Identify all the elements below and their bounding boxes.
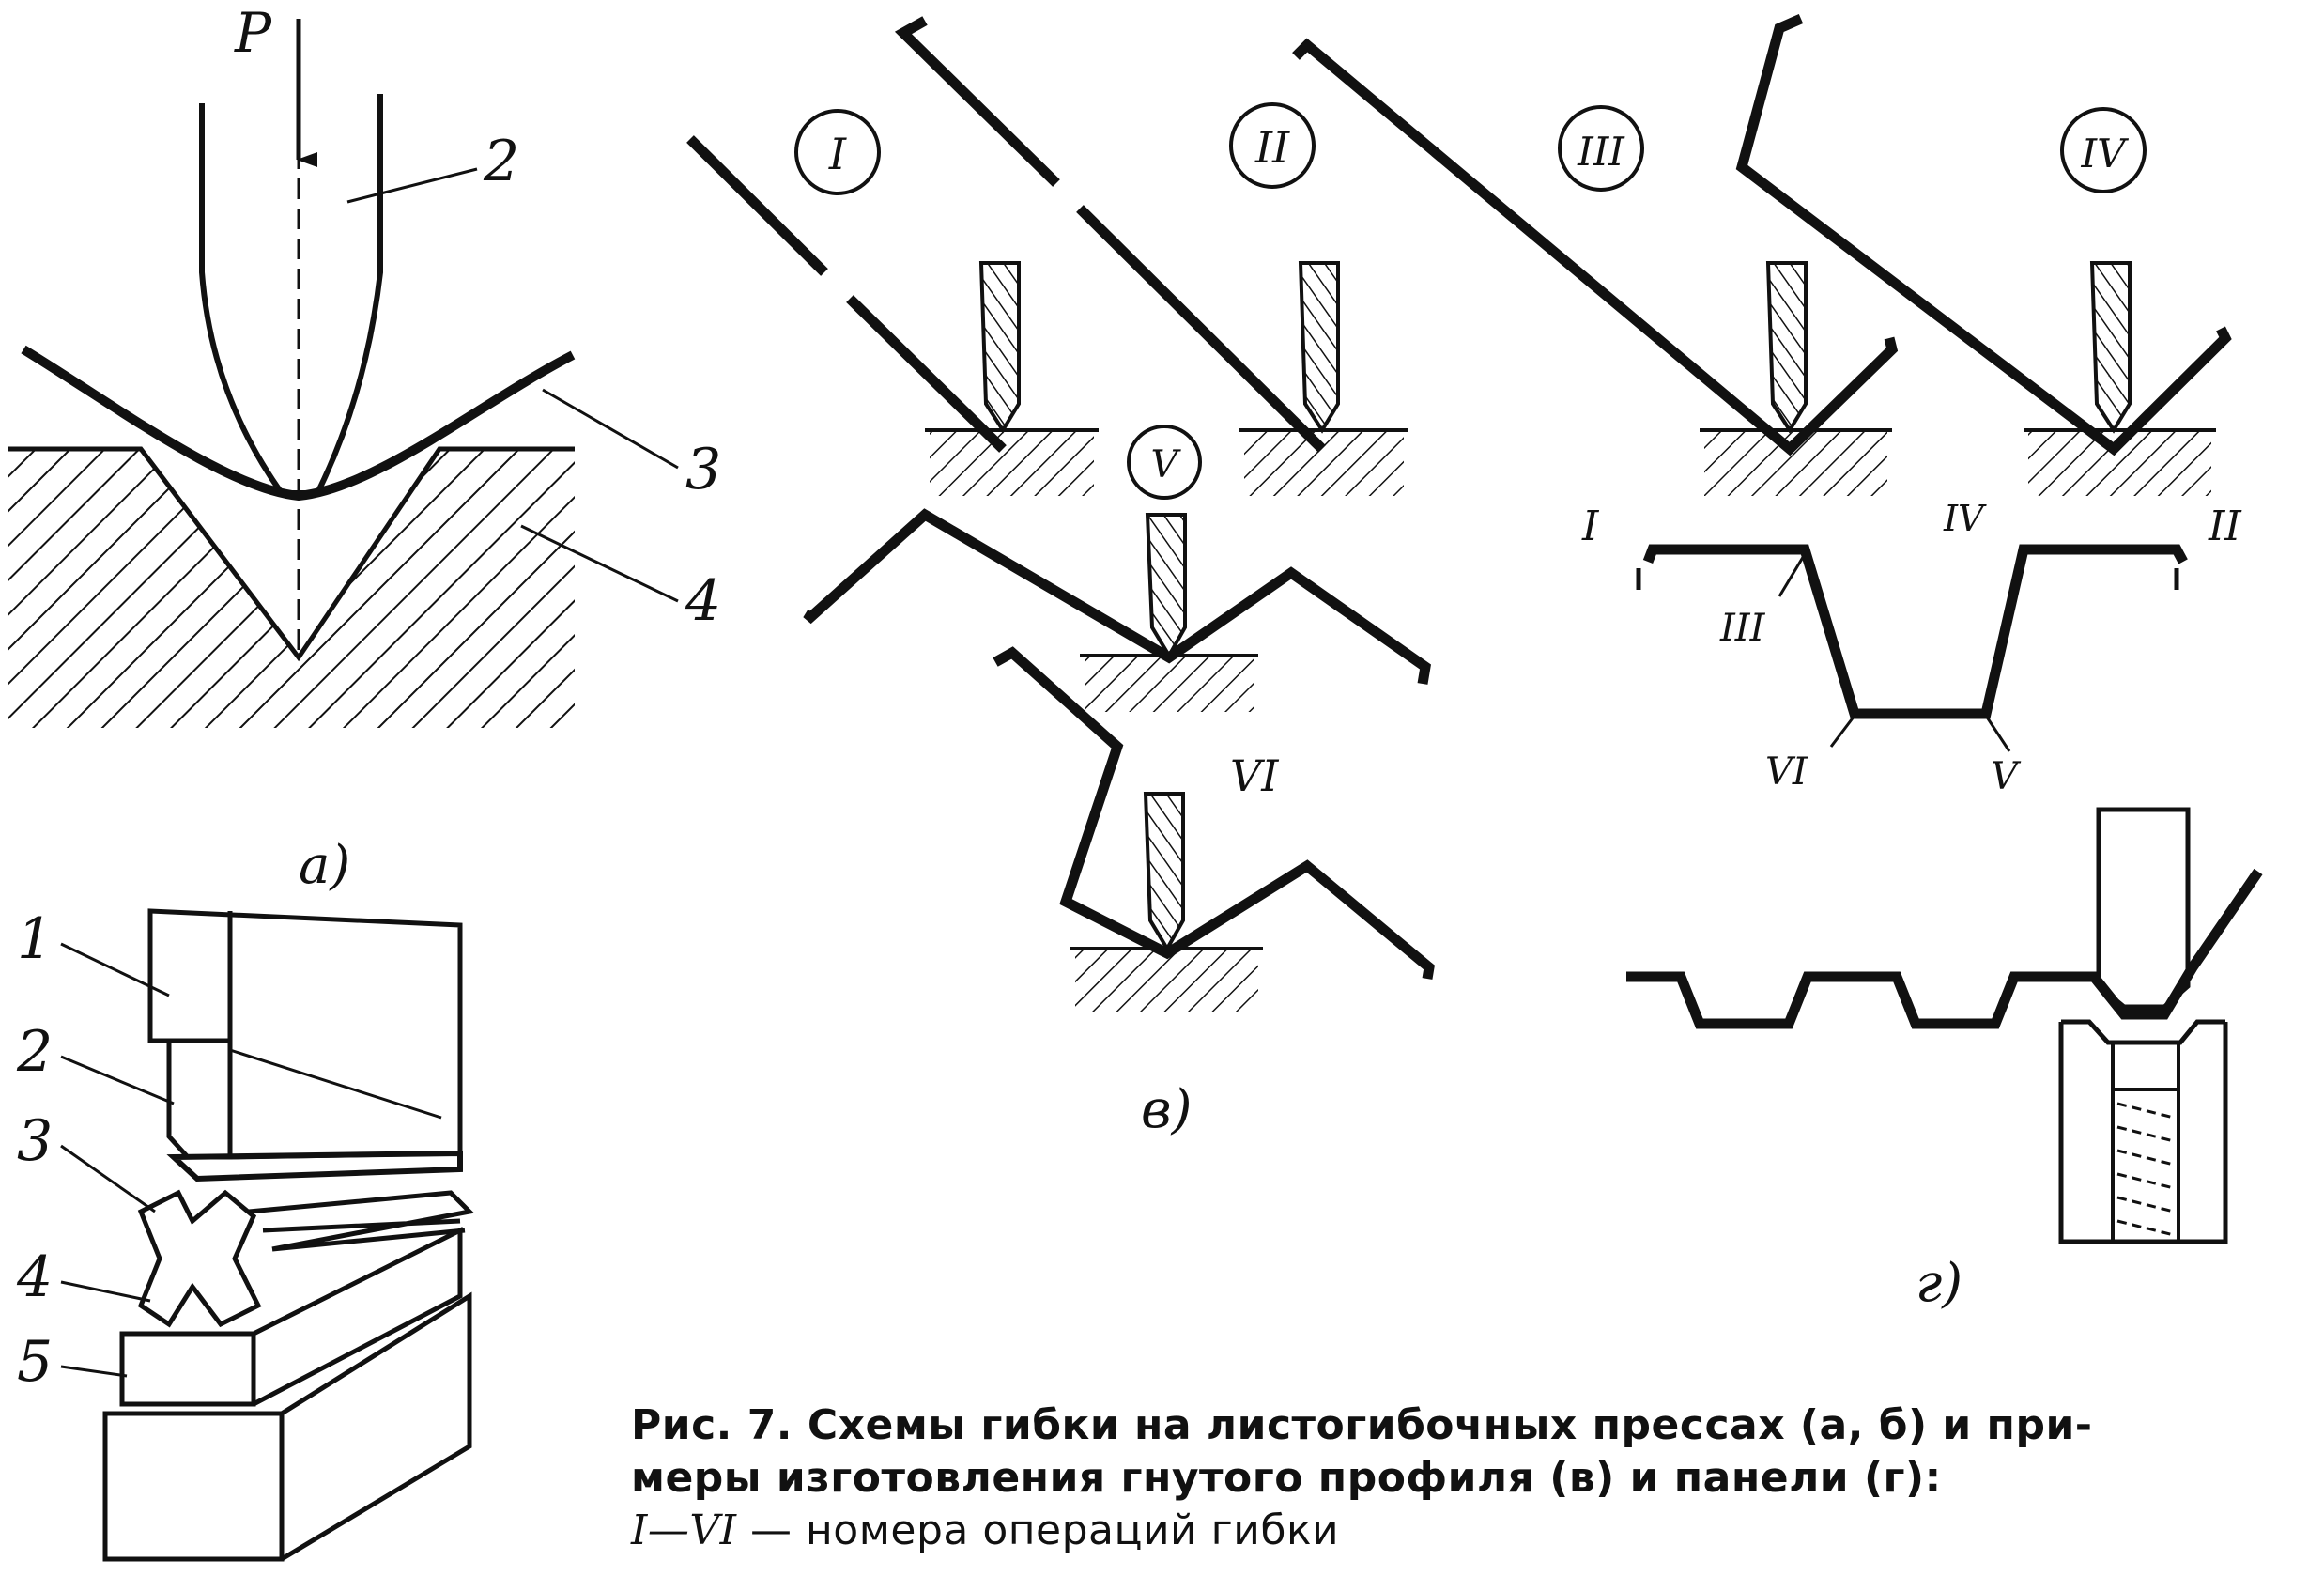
panel-v-label: в)	[1141, 1079, 1192, 1140]
profile-label-III: III	[1719, 607, 1766, 650]
punches	[978, 261, 2132, 952]
profile-line	[1642, 544, 2188, 719]
leader-b1	[60, 942, 170, 997]
callout-a-2: 2	[483, 129, 519, 194]
sheet-II	[894, 16, 1326, 453]
cross-die	[137, 1189, 262, 1328]
leader-4	[520, 524, 679, 603]
panel-b-press	[60, 908, 475, 1562]
die-rails	[248, 1190, 475, 1252]
op-circle-V	[1127, 425, 1202, 500]
lower-die	[2058, 1022, 2228, 1244]
callout-b-3: 3	[17, 1108, 53, 1174]
callout-b-1: 1	[17, 906, 53, 972]
op-label-V: V	[1151, 443, 1182, 487]
profile-label-II: II	[2208, 502, 2242, 550]
profile-label-VI: VI	[1765, 750, 1808, 794]
panel-g-forming	[1626, 807, 2263, 1244]
sheet-VI	[993, 646, 1435, 980]
panel-g-label: г)	[1916, 1253, 1962, 1314]
leader-VI	[1829, 715, 1856, 748]
profile-label-V: V	[1991, 755, 2022, 798]
leader-b3	[60, 1144, 156, 1213]
die-I	[930, 430, 1094, 496]
op-circle-I	[794, 109, 881, 195]
callout-a-3: 3	[685, 437, 721, 502]
panel-v-operations	[686, 13, 2232, 1012]
force-label: P	[234, 1, 272, 65]
caption-legend: I—VI — номера операций гибки	[631, 1505, 2312, 1557]
die-block	[8, 449, 575, 728]
upper-tool	[166, 1038, 233, 1160]
punch	[199, 94, 383, 496]
blade	[166, 1150, 463, 1182]
caption-line-1: Рис. 7. Схемы гибки на листогибочных пре…	[631, 1401, 2093, 1449]
callout-a-4: 4	[685, 568, 721, 634]
op-circle-II	[1229, 102, 1316, 189]
corrugated-sheet	[1626, 868, 2263, 1029]
figure-caption: Рис. 7. Схемы гибки на листогибочных пре…	[631, 1399, 2312, 1557]
panel-a-label: а)	[299, 835, 350, 896]
leader-b5	[60, 1365, 128, 1378]
sheet-IV	[1735, 13, 2232, 456]
die-outline	[8, 446, 575, 662]
ram	[147, 908, 463, 1160]
spring	[2111, 1089, 2180, 1242]
legend-symbol: I—VI	[631, 1506, 737, 1554]
op-circle-III	[1558, 105, 1644, 192]
leader-III	[1778, 553, 1807, 597]
panel-punch	[2096, 807, 2191, 1010]
legend-text: — номера операций гибки	[736, 1506, 1340, 1554]
sheets	[686, 13, 2232, 980]
leader-b2	[60, 1055, 175, 1105]
profile-cross-section	[1636, 544, 2188, 752]
profile-label-IV: IV	[1943, 498, 1987, 539]
op-label-VI: VI	[1230, 750, 1279, 801]
die-II	[1244, 430, 1404, 496]
die-V	[1085, 656, 1254, 712]
callout-b-2: 2	[16, 1019, 53, 1085]
op-circle-IV	[2060, 107, 2147, 193]
leader-2	[346, 167, 478, 204]
labels: P 2 3 4 а) 1 2 3 4 5 I II III IV V VI в)…	[16, 1, 2242, 1395]
op-label-I: I	[828, 129, 847, 179]
profile-label-I: I	[1581, 502, 1600, 550]
leader-3	[542, 388, 679, 470]
die-VI	[1075, 949, 1258, 1012]
bed	[102, 1291, 472, 1562]
sheet	[21, 345, 576, 502]
op-label-II: II	[1254, 122, 1290, 173]
op-label-III: III	[1577, 129, 1625, 175]
op-label-IV: IV	[2081, 131, 2130, 177]
callout-b-4: 4	[16, 1244, 53, 1310]
spring-plunger	[2111, 1041, 2180, 1091]
caption-line-2: меры изготовления гнутого профиля (в) и …	[631, 1454, 1942, 1502]
die-holder	[119, 1226, 463, 1407]
callout-b-5: 5	[17, 1329, 53, 1395]
panel-a-bending-scheme	[8, 19, 679, 728]
sheet-I	[686, 135, 1007, 453]
sheet-V	[803, 508, 1431, 685]
sheet-III	[1292, 38, 1899, 456]
leader-V	[1984, 715, 2011, 752]
leader-b4	[60, 1280, 151, 1303]
ram-line	[229, 1048, 442, 1120]
